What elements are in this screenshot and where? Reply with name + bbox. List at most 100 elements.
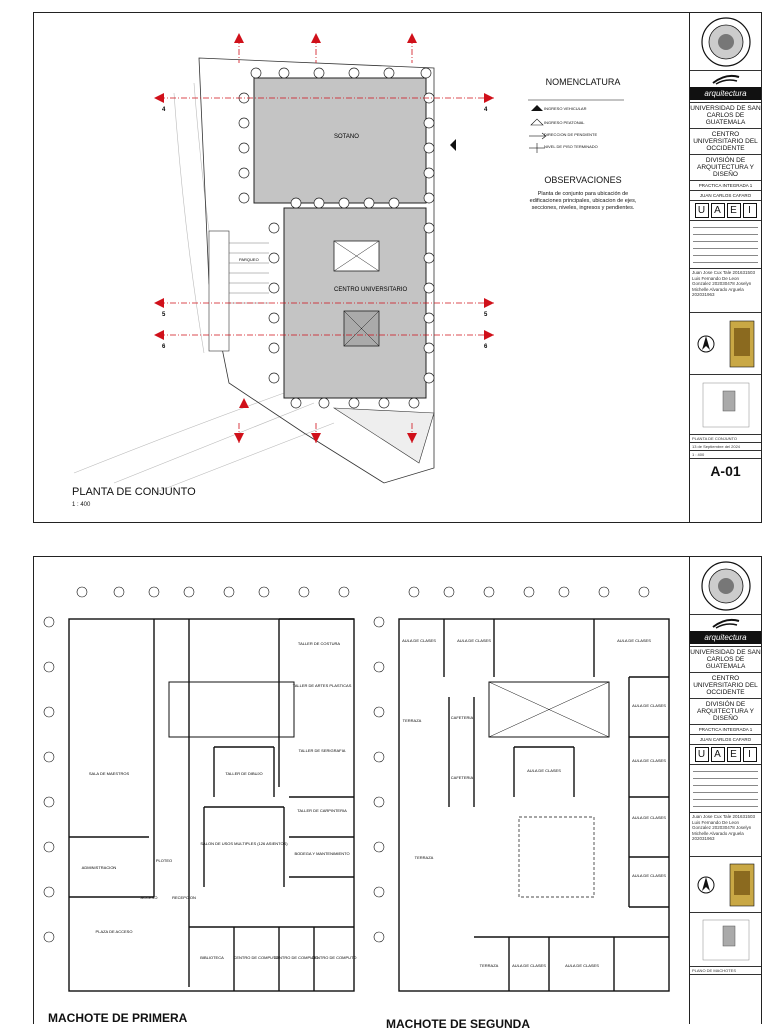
room-plaza-acceso: PLAZA DE ACCESO (96, 929, 133, 934)
room-administracion: ADMINISTRACION (82, 865, 117, 870)
room-sala-maestros: SALA DE MAESTROS (89, 771, 130, 776)
notes-lines-2 (690, 765, 761, 813)
letter-u-2: U (694, 747, 709, 762)
legend-ingreso-peatonal: INGRESO PEATONAL (544, 120, 585, 125)
university-seal-icon (700, 16, 751, 67)
legend-symbols (529, 105, 547, 153)
room-cafeteria-1: CAFETERIA (451, 715, 474, 720)
room-ploteo: PLOTEO (156, 858, 172, 863)
drawing-scale: 1 : 400 (72, 502, 91, 508)
arquitectura-logo-icon (711, 74, 739, 85)
room-aula-7: AULA DE CLASES (632, 873, 666, 878)
label-centro: CENTRO UNIVERSITARIO (334, 287, 408, 293)
axis-label-4-left: 4 (162, 107, 166, 113)
room-terraza-2: TERRAZA (415, 855, 434, 860)
students-list: Juan Jose Cux Tale 201631503 Luis Fernan… (690, 269, 761, 313)
legend-ingreso-vehicular: INGRESO VEHICULAR (544, 106, 587, 111)
room-computo-3: CENTRO DE COMPUTO (311, 955, 356, 960)
notes-lines (690, 221, 761, 269)
room-acceso: ACCESO (141, 895, 158, 900)
label-parqueo: PARQUEO (239, 257, 259, 262)
curso-2: PRACTICA INTEGRADA 1 (690, 725, 761, 735)
arquitectura-logo-text-2: arquitectura (690, 631, 761, 644)
room-salon-usos: SALON DE USOS MULTIPLES (126 ASIENTOS) (200, 841, 288, 846)
sheet-gap (0, 526, 768, 554)
machote-primera-title: MACHOTE DE PRIMERA (48, 1011, 188, 1025)
room-aula-10: AULA DE CLASES (565, 963, 599, 968)
first-floor-void (168, 681, 295, 738)
axis-label-5-right: 5 (484, 312, 488, 318)
sotano-block (253, 77, 427, 204)
first-floor-room-labels: TALLER DE COSTURA TALLER DE ARTES PLASTI… (82, 641, 357, 960)
label-sotano: SOTANO (334, 134, 359, 140)
parking-strip (208, 230, 230, 352)
location-map-icon (702, 382, 749, 427)
second-floor-dashed-area (518, 816, 595, 898)
letter-a-2: A (710, 747, 725, 762)
title-block-2: arquitectura UNIVERSIDAD DE SAN CARLOS D… (689, 557, 761, 1024)
letter-e: E (726, 203, 741, 218)
drawing-title: PLANTA DE CONJUNTO (72, 486, 196, 498)
room-artes-plasticas: TALLER DE ARTES PLASTICAS (293, 683, 352, 688)
title-block: arquitectura UNIVERSIDAD DE SAN CARLOS D… (689, 13, 761, 522)
north-and-stamp (690, 313, 761, 375)
plano-scale: 1 : 400 (690, 451, 761, 459)
plano-name-2: PLANO DE MACHOTES (690, 967, 761, 975)
room-taller-costura: TALLER DE COSTURA (298, 641, 340, 646)
uaei-box-2: U A E I (690, 745, 761, 765)
axis-label-4-right: 4 (484, 107, 488, 113)
pedestrian-arrow-icon (450, 139, 456, 151)
university-seal-icon-2 (700, 560, 751, 611)
stamp-icon-2 (729, 863, 755, 906)
room-computo-2: CENTRO DE COMPUTO (273, 955, 318, 960)
room-aula-9: AULA DE CLASES (512, 963, 546, 968)
room-aula-1: AULA DE CLASES (402, 638, 436, 643)
axis-label-5-left: 5 (162, 312, 166, 318)
sheet-machotes: TALLER DE COSTURA TALLER DE ARTES PLASTI… (33, 556, 762, 1031)
uaei-box: U A E I (690, 201, 761, 221)
second-floor-walls (398, 618, 670, 992)
nomenclatura-title: NOMENCLATURA (545, 77, 621, 87)
north-arrow-icon (697, 335, 715, 352)
plano-date: 13 de Septiembre del 2024 (690, 443, 761, 451)
letter-i: I (742, 203, 757, 218)
letter-e-2: E (726, 747, 741, 762)
room-cafeteria-2: CAFETERIA (451, 775, 474, 780)
students-list-2: Juan Jose Cux Tale 201631503 Luis Fernan… (690, 813, 761, 857)
docente: JUAN CARLOS CAFARO (690, 191, 761, 201)
entry-arrow-icon (239, 398, 249, 408)
access-plaza (332, 407, 435, 464)
centro-name: CENTRO UNIVERSITARIO DEL OCCIDENTE (690, 129, 761, 155)
division-name-2: DIVISIÓN DE ARQUITECTURA Y DISEÑO (690, 699, 761, 725)
room-computo-1: CENTRO DE COMPUTO (233, 955, 278, 960)
room-aula-6: AULA DE CLASES (632, 815, 666, 820)
room-terraza-3: TERRAZA (480, 963, 499, 968)
centro-name-2: CENTRO UNIVERSITARIO DEL OCCIDENTE (690, 673, 761, 699)
legend-nivel-piso: NIVEL DE PISO TERMINADO (544, 144, 598, 149)
room-aula-5: AULA DE CLASES (632, 758, 666, 763)
room-serigrafia: TALLER DE SERIGRAFIA (299, 748, 346, 753)
machote-segunda-title: MACHOTE DE SEGUNDA (386, 1017, 531, 1031)
division-name: DIVISIÓN DE ARQUITECTURA Y DISEÑO (690, 155, 761, 181)
room-taller-dibujo: TALLER DE DIBUJO (225, 771, 262, 776)
observaciones-title: OBSERVACIONES (544, 175, 622, 185)
machote-drawings: TALLER DE COSTURA TALLER DE ARTES PLASTI… (43, 586, 670, 992)
north-arrow-icon-2 (697, 876, 715, 893)
sheet-planta-conjunto: 4 4 5 5 6 6 SOTANO CENTRO UNIVERSITARIO … (33, 12, 762, 523)
site-plan-drawing: 4 4 5 5 6 6 SOTANO CENTRO UNIVERSITARIO … (73, 33, 624, 494)
axis-bubbles (238, 67, 435, 409)
plano-name: PLANTA DE CONJUNTO (690, 435, 761, 443)
arquitectura-logo-icon-2 (711, 618, 739, 629)
observaciones-text: Planta de conjunto para ubicación de edi… (529, 191, 637, 211)
letter-u: U (694, 203, 709, 218)
machote-axis-bubbles (43, 586, 650, 943)
room-terraza-1: TERRAZA (403, 718, 422, 723)
stamp-icon (729, 320, 755, 367)
axis-label-6-left: 6 (162, 344, 166, 350)
room-bodega: BODEGA Y MANTENIMIENTO (294, 851, 349, 856)
legend-direccion-pendiente: DIRECCION DE PENDIENTE (544, 132, 598, 137)
second-floor-void (488, 681, 610, 738)
north-and-stamp-2 (690, 857, 761, 913)
room-recepcion: RECEPCION (172, 895, 196, 900)
room-aula-2: AULA DE CLASES (457, 638, 491, 643)
